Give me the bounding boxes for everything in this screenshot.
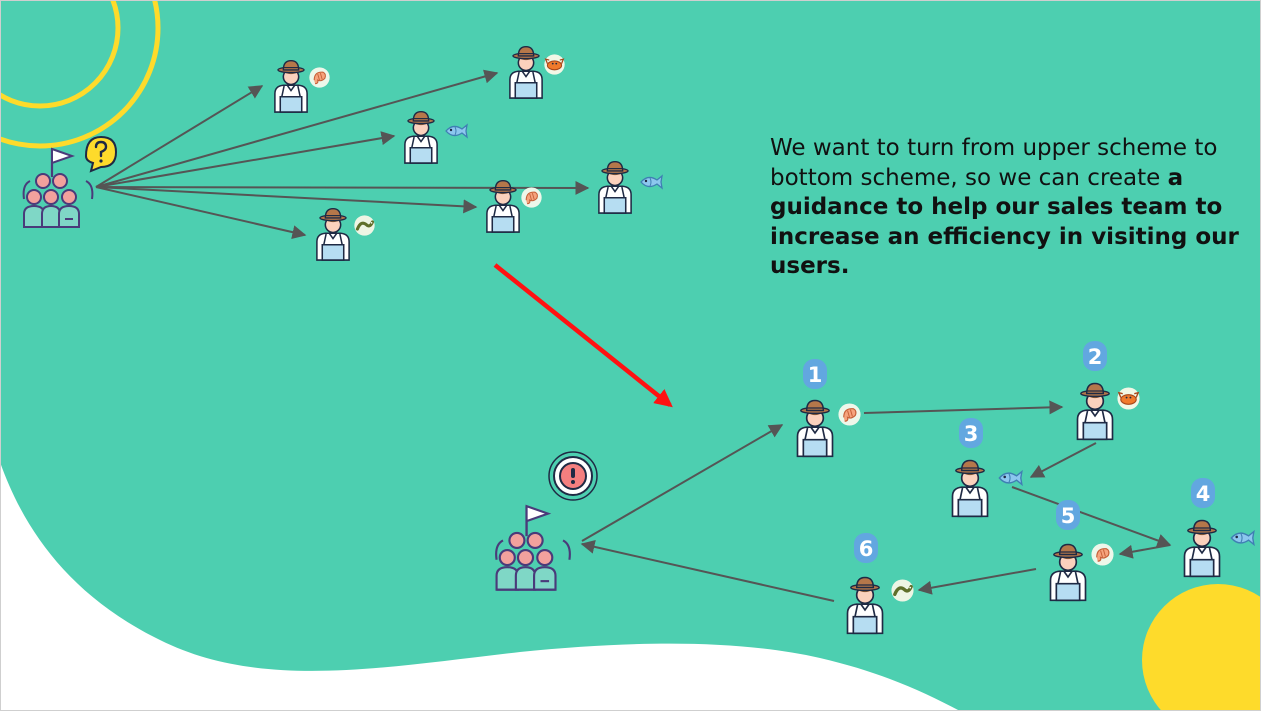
farmer-icon: [1076, 382, 1114, 441]
question-bubble-icon: [84, 135, 118, 173]
route-stop-6: 6: [846, 533, 915, 635]
yellow-ring-inner: [0, 0, 121, 109]
eel-icon: [890, 578, 915, 603]
shrimp-icon: [1090, 542, 1115, 567]
transition-arrow: [493, 263, 673, 408]
route-arrow-2-to-3: [1029, 442, 1097, 478]
upper-arrow-3: [95, 131, 396, 188]
order-badge: 5: [1056, 500, 1080, 530]
route-arrow-1-to-2: [863, 400, 1064, 415]
order-badge: 3: [959, 418, 983, 448]
farmer-icon: [1049, 543, 1087, 602]
farmer-icon: [509, 45, 543, 99]
farmer-icon: [598, 160, 632, 214]
upper-arrow-2: [95, 69, 499, 188]
eel-icon: [353, 214, 376, 237]
farmer-icon: [846, 576, 884, 635]
farmer-icon: [316, 207, 350, 261]
order-number: 4: [1196, 482, 1211, 506]
route-stop-2: 2: [1076, 341, 1141, 441]
farmer-icon: [404, 110, 438, 164]
farmer-icon: [951, 459, 989, 518]
bottom-scheme: 1 2 3: [494, 341, 1255, 635]
route-arrow-6-to-team: [580, 539, 835, 602]
crab-icon: [543, 53, 566, 76]
upper-arrow-1: [95, 85, 264, 188]
shrimp-icon: [837, 402, 862, 427]
yellow-circle-bottom-right: [1142, 584, 1261, 711]
route-stop-5: 5: [1049, 500, 1115, 602]
shrimp-icon: [520, 186, 543, 209]
order-number: 5: [1061, 504, 1076, 528]
exclamation-icon: [548, 451, 598, 501]
route-arrow-team-to-1: [581, 424, 784, 542]
caption-text: We want to turn from upper scheme to bot…: [770, 134, 1240, 282]
order-badge: 2: [1083, 341, 1107, 371]
order-number: 6: [859, 537, 874, 561]
upper-sales-team: [22, 135, 118, 229]
route-stop-4: 4: [1183, 478, 1255, 578]
bottom-sales-team: [494, 451, 598, 591]
order-number: 3: [964, 422, 979, 446]
upper-arrow-5: [95, 186, 478, 214]
caption-normal-text: We want to turn from upper scheme to bot…: [770, 135, 1218, 191]
white-wave-bottom-left: [0, 462, 960, 711]
order-badge: 6: [854, 533, 878, 563]
route-arrow-3-to-4: [1011, 486, 1172, 548]
route-arrow-4-to-5: [1118, 544, 1171, 559]
yellow-ring-outer: [0, 0, 161, 149]
order-number: 1: [808, 363, 823, 387]
farmer-icon: [274, 59, 308, 113]
route-stop-1: 1: [796, 359, 862, 458]
route-arrow-5-to-6: [917, 568, 1037, 595]
farmer-icon: [1183, 519, 1221, 578]
upper-arrow-6: [95, 186, 307, 240]
shrimp-icon: [308, 66, 331, 89]
upper-scheme: [22, 45, 663, 261]
order-number: 2: [1088, 345, 1103, 369]
route-stop-3: 3: [951, 418, 1023, 518]
order-badge: 1: [803, 359, 827, 389]
route-connectors: [580, 400, 1172, 602]
farmer-icon: [486, 179, 520, 233]
caption-bold-text: a guidance to help our sales team to inc…: [770, 164, 1239, 280]
crab-icon: [1116, 386, 1141, 411]
order-badge: 4: [1191, 478, 1215, 508]
farmer-icon: [796, 399, 834, 458]
